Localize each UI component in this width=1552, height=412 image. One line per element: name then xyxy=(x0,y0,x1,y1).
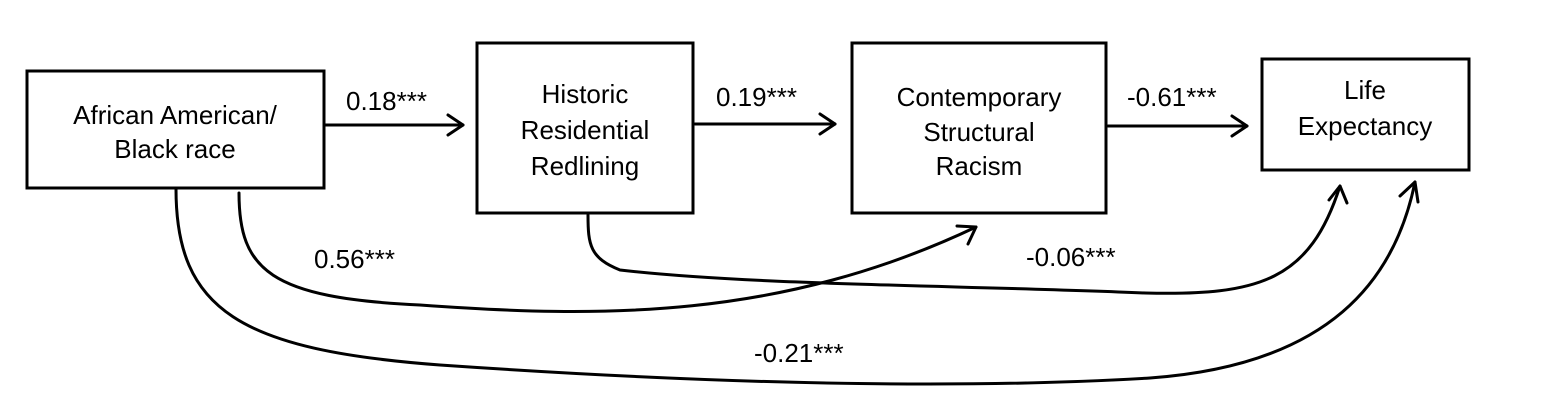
node-life-box xyxy=(1260,57,1471,172)
edge-race-to-redlining: 0.18*** xyxy=(323,86,465,137)
node-racism-line-3: Racism xyxy=(936,151,1023,181)
node-redlining-line-1: Historic xyxy=(542,79,629,109)
arrowhead-redlining-to-racism xyxy=(818,112,837,136)
node-racism-line-1: Contemporary xyxy=(897,82,1062,112)
arrowhead-race-to-life xyxy=(1398,180,1420,204)
coef-redlining-to-racism: 0.19*** xyxy=(716,82,797,112)
node-racism-box xyxy=(850,41,1108,215)
coef-race-to-life: -0.21*** xyxy=(754,338,844,368)
node-life: Life Expectancy xyxy=(1260,57,1471,172)
node-race-line-1: African American/ xyxy=(73,100,278,130)
edge-race-to-life: -0.21*** xyxy=(174,180,1420,386)
node-redlining: Historic Residential Redlining xyxy=(475,41,695,215)
coef-race-to-redlining: 0.18*** xyxy=(346,86,427,116)
coef-redlining-to-life: -0.06*** xyxy=(1026,242,1116,272)
node-redlining-line-3: Redlining xyxy=(531,151,639,181)
node-redlining-box xyxy=(475,41,695,215)
edge-redlining-to-life: -0.06*** xyxy=(586,184,1349,295)
node-redlining-line-2: Residential xyxy=(521,115,650,145)
arrowhead-redlining-to-life xyxy=(1327,184,1349,205)
node-life-line-2: Expectancy xyxy=(1298,111,1432,141)
arrowhead-racism-to-life xyxy=(1230,114,1249,138)
coef-racism-to-life: -0.61*** xyxy=(1127,82,1217,112)
edge-racism-to-life: -0.61*** xyxy=(1106,82,1249,138)
node-racism: Contemporary Structural Racism xyxy=(850,41,1108,215)
arrowhead-race-to-racism xyxy=(955,224,978,246)
node-racism-line-2: Structural xyxy=(923,117,1034,147)
node-race: African American/ Black race xyxy=(25,69,326,190)
node-race-box xyxy=(25,69,326,190)
curve-race-to-life xyxy=(174,180,1417,386)
coef-race-to-racism: 0.56*** xyxy=(314,244,395,274)
node-life-line-1: Life xyxy=(1344,75,1386,105)
arrowhead-race-to-redlining xyxy=(446,113,465,137)
node-race-line-2: Black race xyxy=(114,134,235,164)
edge-redlining-to-racism: 0.19*** xyxy=(693,82,837,136)
curve-redlining-to-life xyxy=(586,184,1342,295)
